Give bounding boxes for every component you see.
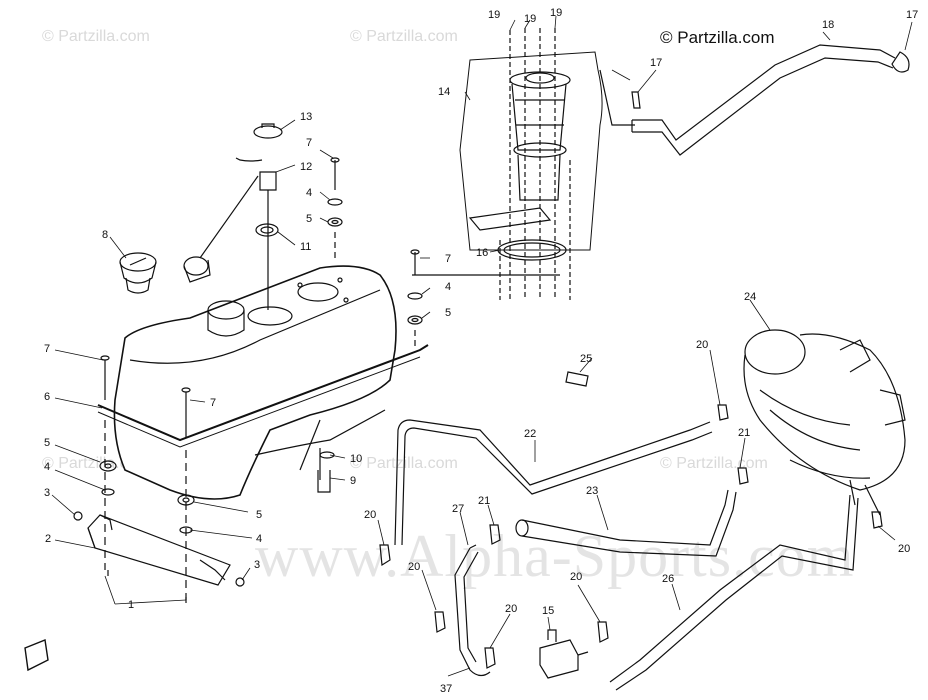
hose-clips	[379, 404, 883, 669]
hose-23	[515, 489, 737, 557]
callout-19: 19	[524, 13, 536, 25]
callout-18: 18	[822, 19, 834, 31]
check-valve	[539, 629, 589, 679]
callout-17: 17	[906, 9, 918, 21]
callout-15: 15	[542, 605, 554, 617]
copyright-notice: © Partzilla.com	[660, 28, 775, 47]
callout-20: 20	[505, 603, 517, 615]
callout-20: 20	[364, 509, 376, 521]
callout-1: 1	[128, 599, 134, 611]
callout-25: 25	[580, 353, 592, 365]
callout-7: 7	[210, 397, 216, 409]
hose-22	[394, 419, 713, 546]
callout-4: 4	[44, 461, 50, 473]
callout-20: 20	[408, 561, 420, 573]
hose-27	[454, 544, 491, 677]
front-arrow-icon	[24, 639, 49, 672]
fuel-level-sender	[183, 123, 283, 310]
callout-3: 3	[254, 559, 260, 571]
callout-14: 14	[438, 86, 450, 98]
callout-21: 21	[478, 495, 490, 507]
callout-9: 9	[350, 475, 356, 487]
callout-12: 12	[300, 161, 312, 173]
watermark: © Partzilla.com	[42, 28, 150, 45]
callout-10: 10	[350, 453, 362, 465]
callout-23: 23	[586, 485, 598, 497]
callout-19: 19	[488, 9, 500, 21]
callout-22: 22	[524, 428, 536, 440]
callout-labels: 1 2 3 3 4 4 4 4 5 5 5 5 6 7 7 7 7 8 9 10…	[44, 7, 918, 695]
callout-24: 24	[744, 291, 756, 303]
tank-fasteners	[73, 157, 423, 603]
callout-6: 6	[44, 391, 50, 403]
callout-5: 5	[44, 437, 50, 449]
callout-4: 4	[256, 533, 262, 545]
callout-7: 7	[445, 253, 451, 265]
filler-cap	[119, 252, 157, 294]
callout-26: 26	[662, 573, 674, 585]
callout-2: 2	[45, 533, 51, 545]
callout-11: 11	[300, 241, 311, 253]
callout-4: 4	[306, 187, 312, 199]
callout-19: 19	[550, 7, 562, 19]
fitting-25	[565, 371, 589, 387]
callout-16: 16	[476, 247, 488, 259]
fuel-pump-assembly	[412, 28, 603, 300]
callout-7: 7	[44, 343, 50, 355]
callout-21: 21	[738, 427, 750, 439]
callout-7: 7	[306, 137, 312, 149]
tank-bracket	[87, 514, 231, 586]
callout-4: 4	[445, 281, 451, 293]
callout-27: 27	[452, 503, 464, 515]
callout-17: 17	[650, 57, 662, 69]
charcoal-canister	[743, 329, 906, 516]
callout-5: 5	[256, 509, 262, 521]
leader-lines	[51, 15, 913, 677]
callout-37: 37	[440, 683, 452, 695]
watermark: © Partzilla.com	[350, 28, 458, 45]
vent-hose	[599, 44, 910, 156]
callout-13: 13	[300, 111, 312, 123]
callout-5: 5	[306, 213, 312, 225]
callout-5: 5	[445, 307, 451, 319]
callout-20: 20	[696, 339, 708, 351]
callout-20: 20	[898, 543, 910, 555]
hose-26	[609, 494, 859, 691]
callout-8: 8	[102, 229, 108, 241]
callout-20: 20	[570, 571, 582, 583]
callout-3: 3	[44, 487, 50, 499]
fuel-tank	[97, 265, 429, 500]
